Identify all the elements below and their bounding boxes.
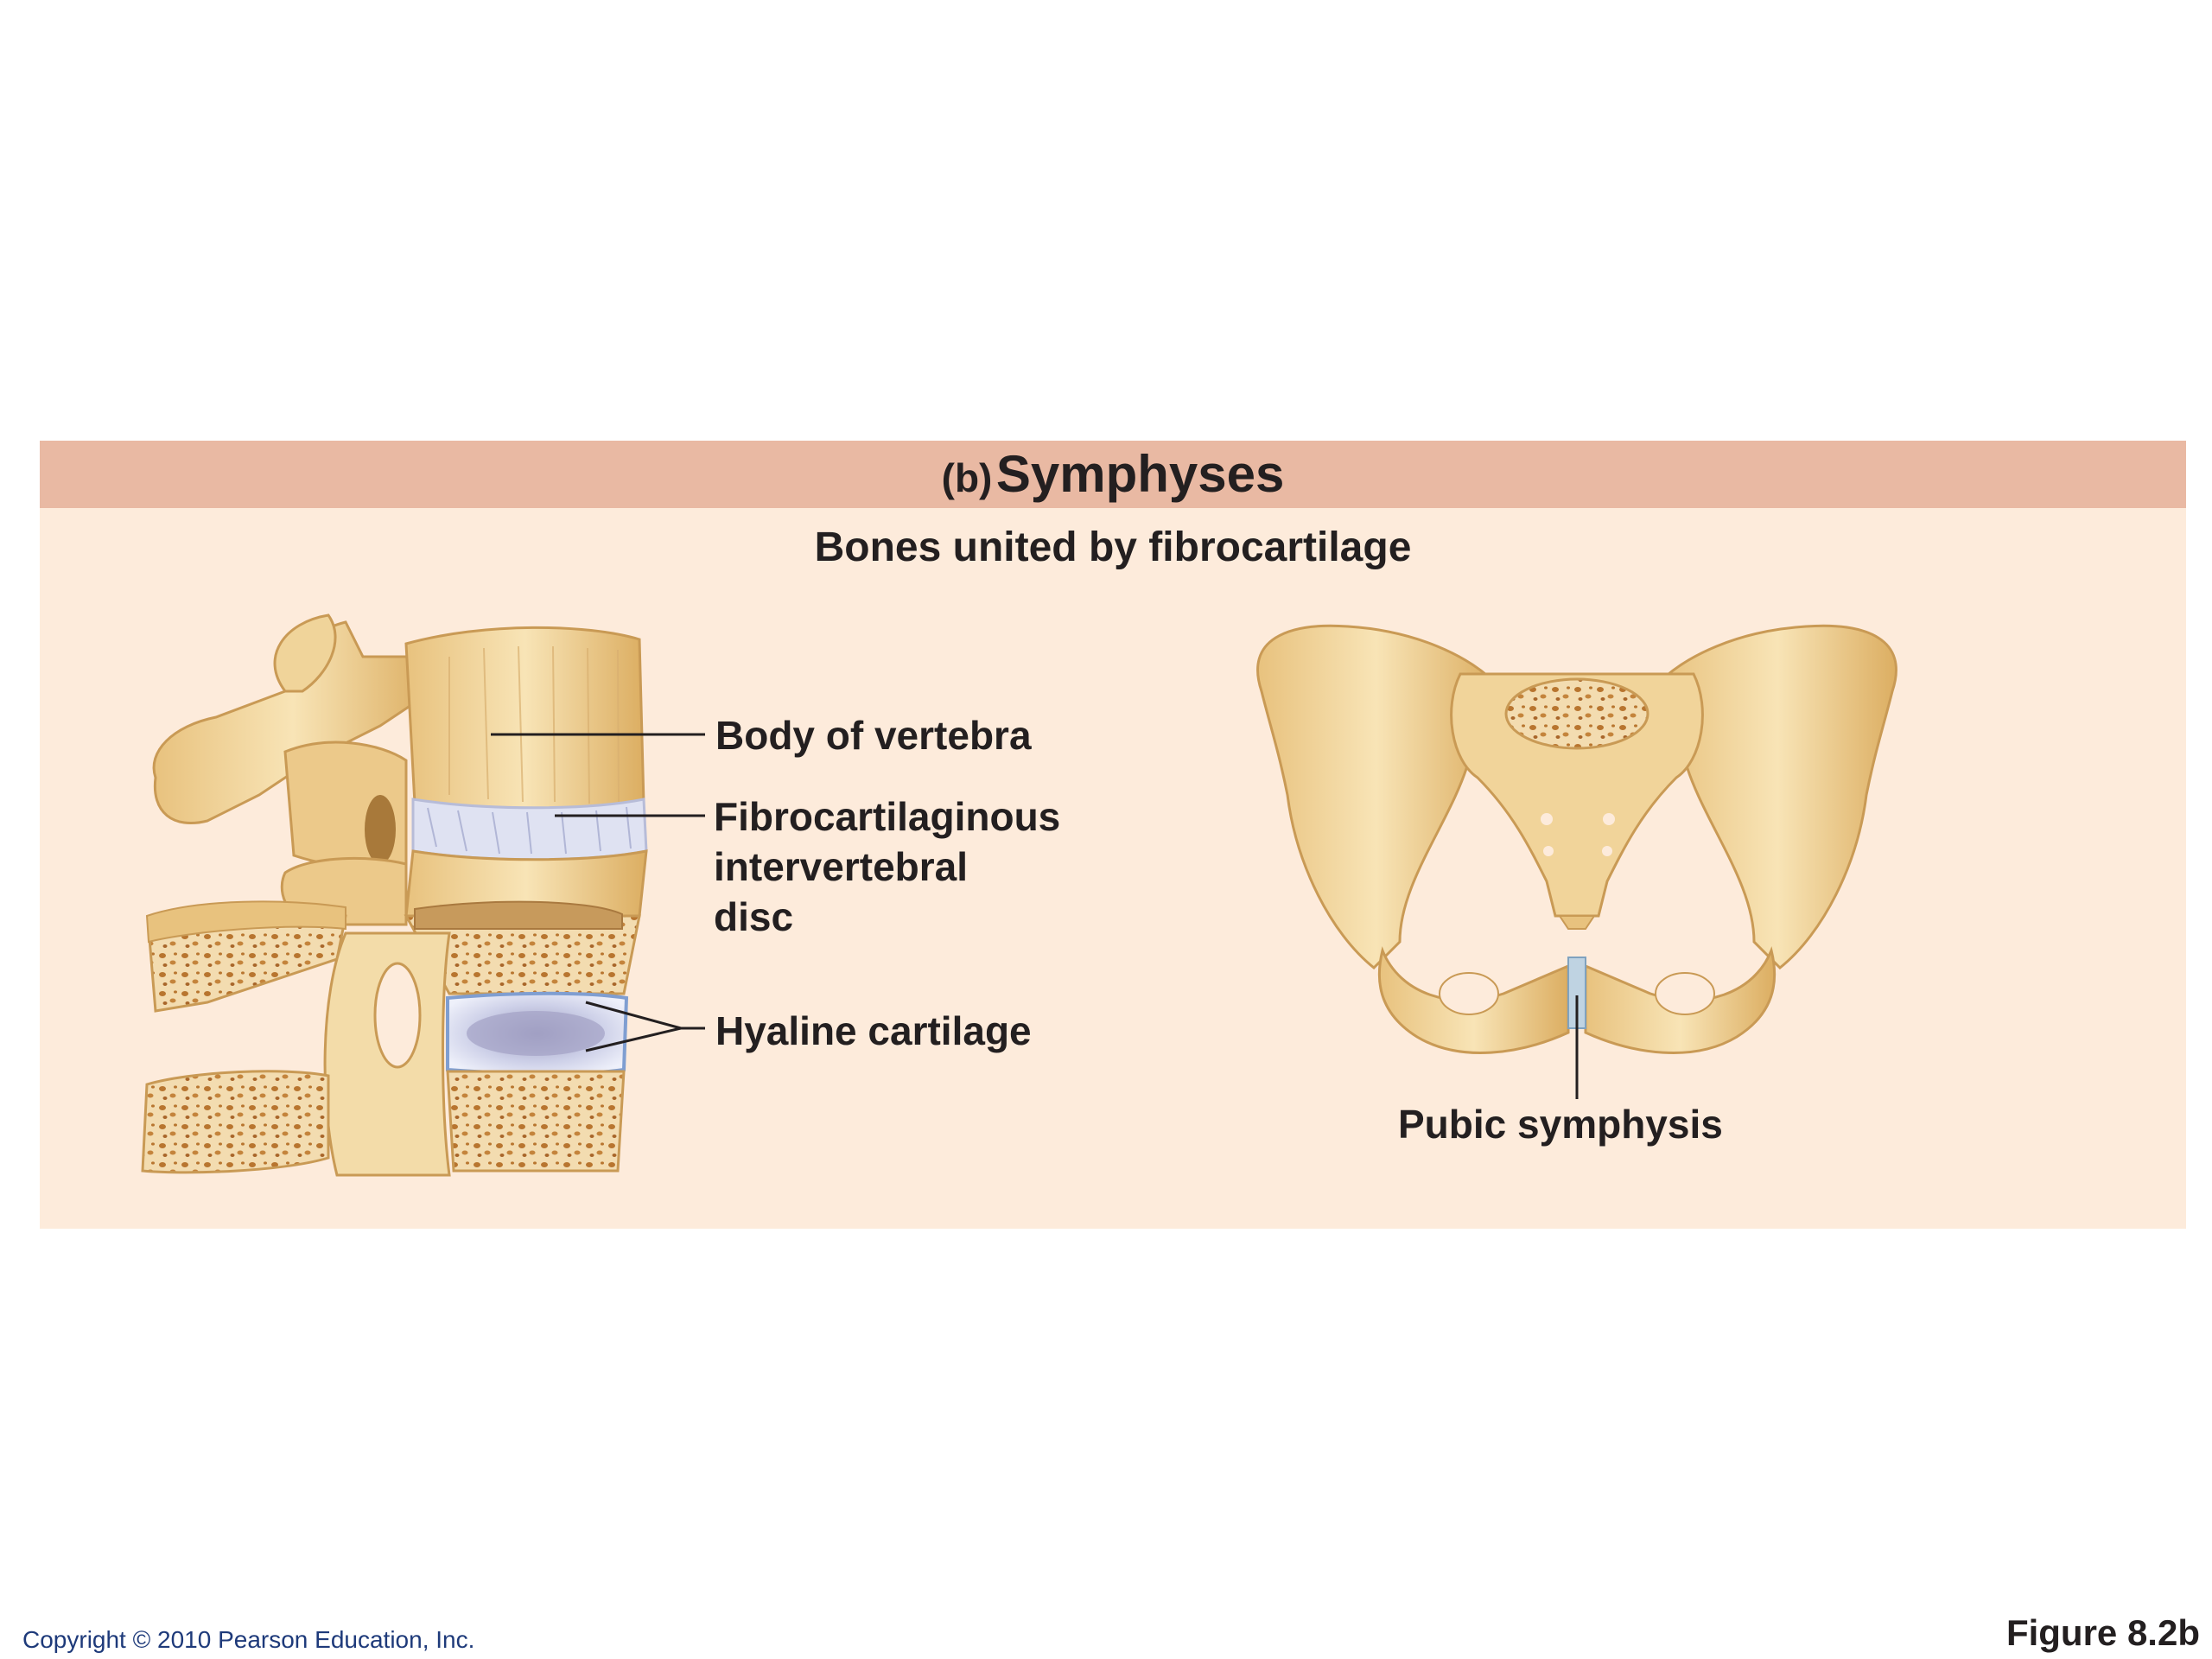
panel-header-bar <box>40 441 2186 508</box>
label-pubic-symphysis: Pubic symphysis <box>1398 1102 1723 1147</box>
panel-title: (b) Symphyses <box>40 441 2186 508</box>
vertebral-column-illustration <box>141 613 648 1177</box>
copyright-text: Copyright © 2010 Pearson Education, Inc. <box>22 1626 475 1653</box>
panel-title-text: Symphyses <box>995 445 1285 503</box>
panel-letter: (b) <box>941 455 993 500</box>
label-hyaline-cartilage: Hyaline cartilage <box>715 1008 1032 1053</box>
figure-number: Figure 8.2b <box>2005 1612 2200 1653</box>
label-body-of-vertebra: Body of vertebra <box>715 713 1032 758</box>
panel-subtitle: Bones united by fibrocartilage <box>814 524 1412 570</box>
pelvis-illustration <box>1256 624 1897 1054</box>
label-intervertebral-disc: Fibrocartilaginous intervertebral disc <box>714 794 1061 939</box>
leader-lines <box>491 733 1579 1099</box>
